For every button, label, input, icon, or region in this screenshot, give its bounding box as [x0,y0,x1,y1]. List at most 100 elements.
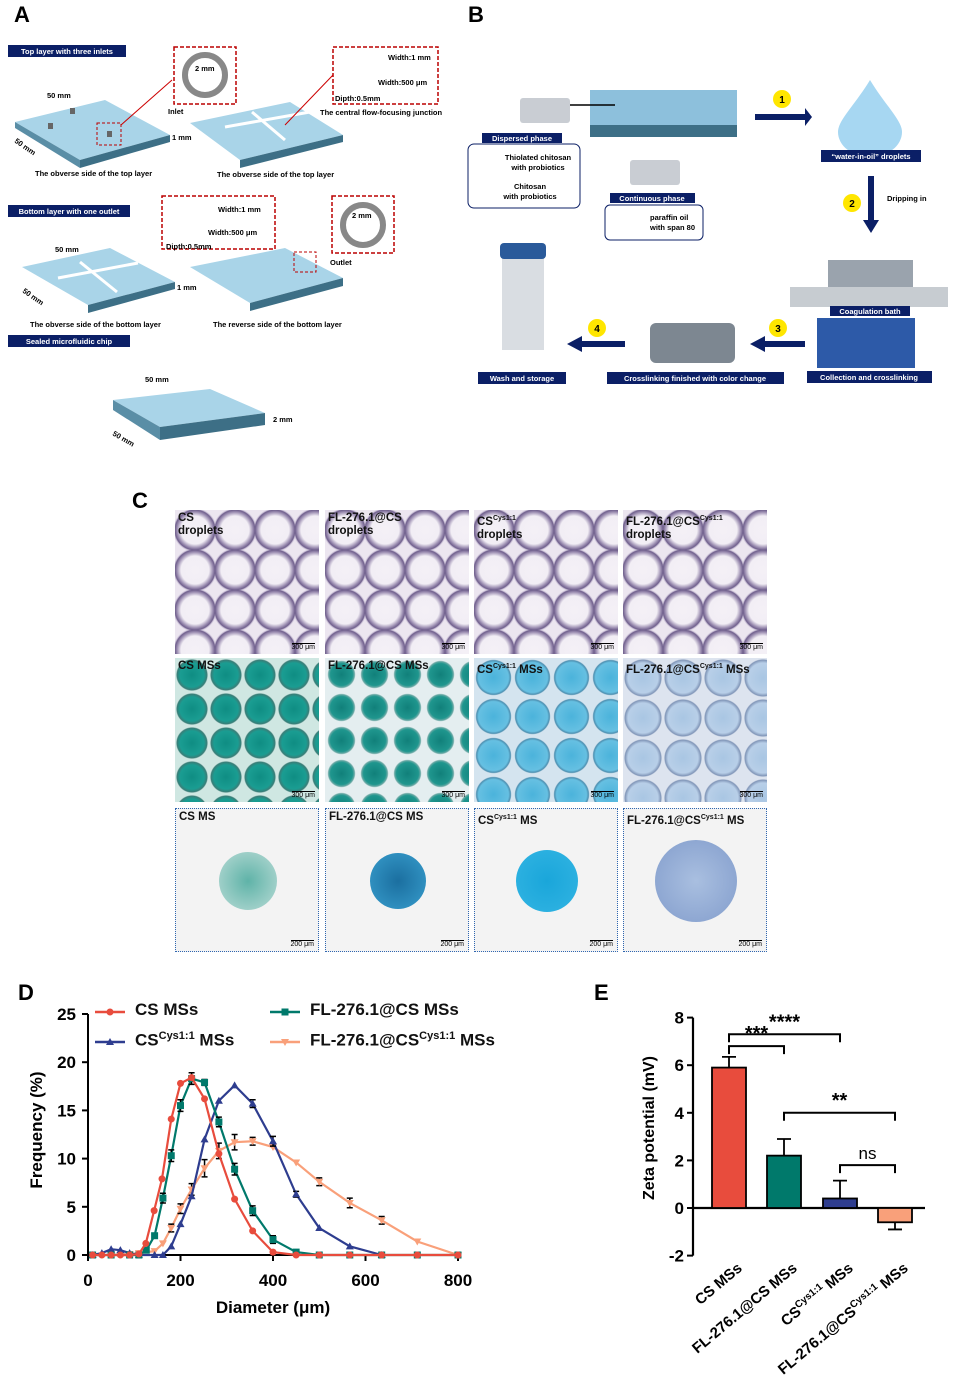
x-tick-label: 600 [351,1271,379,1290]
label-suffix: MS [723,814,745,827]
data-point [214,1096,223,1104]
legend-marker [281,1039,289,1046]
arrow-step-4 [567,336,625,352]
outlet-ring [340,202,386,248]
significance-bracket [783,1111,896,1121]
data-point [176,1205,185,1213]
label-text: CS [478,814,494,827]
y-tick-label: 2 [675,1151,684,1170]
data-point [345,1199,354,1207]
data-point [176,1220,185,1228]
svg-text:Continuous phase: Continuous phase [619,194,684,203]
data-point [454,1251,462,1259]
data-point [158,1251,167,1258]
svg-text:with span 80: with span 80 [649,223,695,232]
data-point [158,1175,166,1183]
label-text: FL-276.1@CS [626,515,700,528]
svg-text:2 mm: 2 mm [195,64,215,73]
svg-text:Dripping in: Dripping in [887,194,927,203]
legend-item: CS MSs [135,1000,198,1020]
data-point [116,1251,124,1259]
scale-bar: 300 μm [590,791,614,799]
svg-text:1 mm: 1 mm [177,283,197,292]
chip [590,90,737,125]
data-point [177,1079,184,1087]
data-point [249,1207,257,1215]
panel-label-d: D [18,980,34,1005]
data-point [107,1245,116,1253]
data-point [346,1251,354,1259]
svg-text:Inlet: Inlet [168,107,184,116]
arrow-step-2 [863,176,879,233]
data-point [167,1242,176,1250]
label: FL-276.1@CSCys1:1 MSs [626,660,750,677]
y-tick-label: 15 [57,1101,76,1120]
significance-bracket [728,1045,785,1055]
legend-marker [281,1008,289,1016]
svg-text:1: 1 [779,95,785,106]
svg-text:The obverse side of the top la: The obverse side of the top layer [217,170,334,179]
data-point [159,1194,167,1202]
label-text: FL-276.1@CS [626,663,700,676]
crosslink-dish [650,323,735,363]
data-point [345,1242,354,1250]
label-text: CS MS [179,811,216,823]
syringe-pump-dispersed [520,98,570,123]
data-point [200,1165,209,1173]
svg-text:Dipth:0.5mm: Dipth:0.5mm [166,242,212,251]
scale-bar: 200 μm [589,940,613,948]
legend-swatch [95,1008,125,1016]
panel-label-c: C [132,488,148,513]
y-tick-label: -2 [669,1247,684,1266]
svg-text:Chitosan: Chitosan [514,182,547,191]
svg-text:50 mm: 50 mm [21,286,46,307]
data-point [230,1139,239,1147]
legend-superscript: Cys1:1 [158,1030,195,1042]
data-point [135,1250,143,1258]
x-tick-label: 200 [166,1271,194,1290]
label-superscript: Cys1:1 [699,515,723,522]
legend-label: CS [135,1030,159,1050]
scale-bar: 200 μm [738,940,762,948]
data-point [269,1248,277,1256]
droplet-icon [838,80,902,157]
label-superscript: Cys1:1 [700,814,724,821]
svg-text:2: 2 [849,199,855,210]
svg-text:Width:500 μm: Width:500 μm [208,228,257,237]
svg-text:Dispersed phase: Dispersed phase [492,134,552,143]
svg-text:50 mm: 50 mm [145,375,169,384]
data-point [187,1192,196,1200]
svg-text:Crosslinking finished with col: Crosslinking finished with color change [624,374,766,383]
svg-text:The obverse side of the bottom: The obverse side of the bottom layer [30,320,161,329]
data-point [167,1152,175,1160]
svg-text:50 mm: 50 mm [111,429,136,449]
label: FL-276.1@CS MS [329,811,423,824]
significance-label: ** [832,1090,848,1112]
label: FL-276.1@CSCys1:1 MS [627,811,744,828]
data-point [201,1078,209,1086]
series-1 [89,1072,462,1259]
data-point [167,1225,176,1233]
y-tick-label: 5 [67,1198,76,1217]
svg-text:4: 4 [594,324,600,335]
category-suffix: MSs [819,1260,857,1296]
bar [711,1066,747,1209]
data-point [215,1150,223,1158]
x-tick-label: 800 [444,1271,472,1290]
data-point [248,1138,257,1146]
legend-swatch [270,1039,300,1046]
svg-text:Coagulation bath: Coagulation bath [839,307,901,316]
legend-suffix: MSs [455,1030,495,1050]
data-point [188,1074,196,1082]
svg-text:The obverse side of the top la: The obverse side of the top layer [35,169,152,178]
svg-text:The central flow-focusing jun: The central flow-focusing junction [320,108,443,117]
legend-marker [106,1038,114,1045]
label: CSCys1:1 MSs [477,660,543,677]
data-point [413,1238,422,1246]
